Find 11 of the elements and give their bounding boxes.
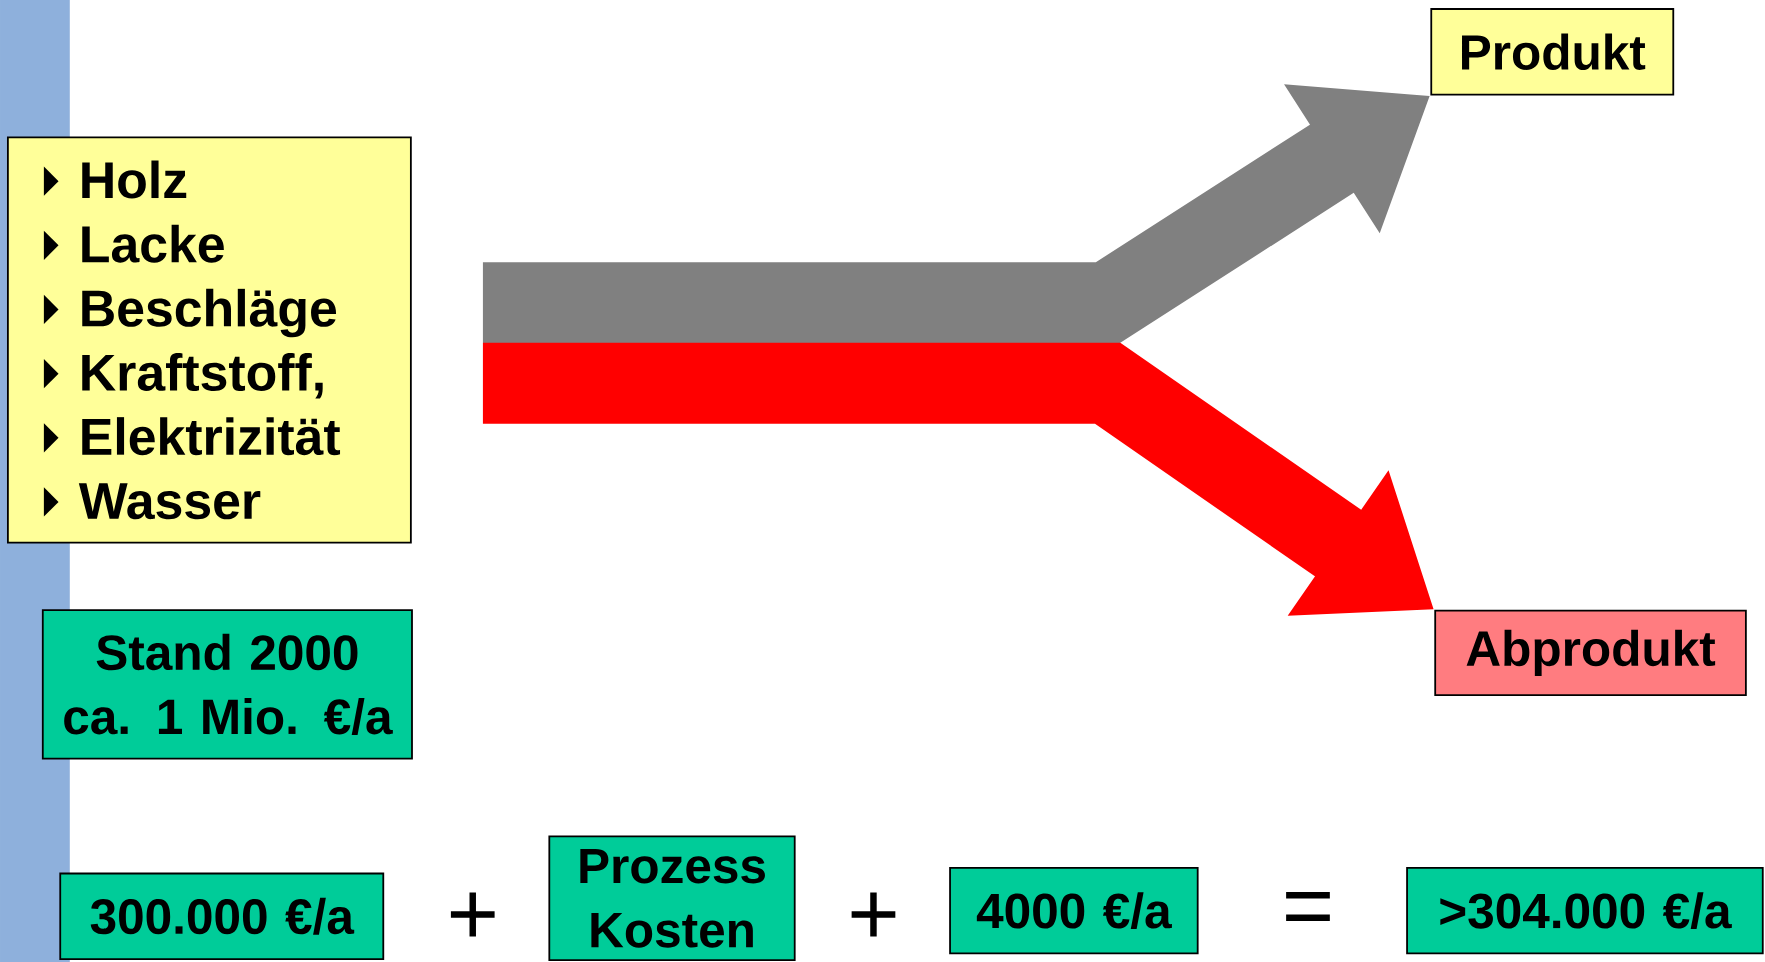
operator-sign: = [1286,891,1330,921]
cost-box: 300.000 €/a [59,872,385,960]
product-box: Produkt [1430,7,1675,96]
cost-box: >304.000 €/a [1406,866,1764,955]
input-list-box: Holz Lacke Beschläge Kraftstoff, Elektrizität Wasser [7,136,412,544]
operator-sign: + [851,892,896,937]
cost-box: Stand 2000 ca. 1 Mio. €/a [41,609,413,760]
cost-box: 4000 €/a [949,866,1199,955]
cost-box: Prozess Kosten [548,835,796,961]
operator-sign: + [450,892,495,937]
waste-product-box: Abprodukt [1434,609,1747,696]
